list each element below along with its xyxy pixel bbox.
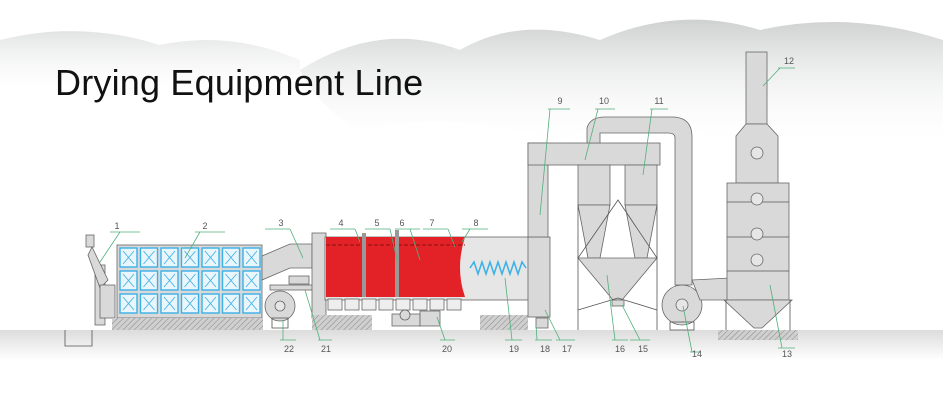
leader-line: [280, 320, 296, 341]
dust-collector: [527, 116, 693, 330]
support-roller: [429, 298, 445, 311]
leader-line: [365, 228, 398, 261]
leader-line: [423, 228, 456, 248]
callout-label-6: 6: [399, 218, 404, 228]
callout-label-13: 13: [782, 349, 792, 359]
induced-fan: [264, 290, 296, 329]
callout-label-8: 8: [473, 218, 478, 228]
leader-line: [606, 274, 628, 341]
leader-line: [535, 324, 552, 341]
leader-line: [642, 108, 668, 176]
leader-line: [436, 316, 455, 341]
callout-label-2: 2: [202, 221, 207, 231]
feeder: [64, 234, 116, 347]
leader-line: [330, 228, 361, 243]
support-roller: [412, 298, 428, 311]
callout-label-22: 22: [284, 344, 294, 354]
diagram-title: Drying Equipment Line: [55, 62, 424, 103]
callout-label-12: 12: [784, 56, 794, 66]
support-roller: [378, 298, 394, 311]
support-roller: [361, 298, 377, 311]
leader-line: [184, 231, 225, 259]
callout-label-4: 4: [338, 218, 343, 228]
callout-label-21: 21: [321, 344, 331, 354]
drive-motor: [391, 309, 441, 327]
leader-line: [769, 284, 795, 349]
callout-label-5: 5: [374, 218, 379, 228]
leader-line: [762, 67, 795, 87]
support-roller: [395, 298, 411, 311]
callout-label-20: 20: [442, 344, 452, 354]
callout-label-18: 18: [540, 344, 550, 354]
support-roller: [446, 298, 462, 311]
leader-line: [265, 228, 304, 259]
support-roller: [344, 298, 360, 311]
exhaust-fan: [661, 277, 731, 331]
leader-line: [621, 304, 650, 341]
callout-label-15: 15: [638, 344, 648, 354]
callout-label-11: 11: [654, 96, 663, 106]
callout-label-16: 16: [615, 344, 625, 354]
callout-label-17: 17: [562, 344, 572, 354]
leader-line: [584, 108, 615, 161]
callout-label-19: 19: [509, 344, 519, 354]
leader-line: [539, 108, 570, 216]
callout-label-9: 9: [557, 96, 562, 106]
callout-label-10: 10: [599, 96, 609, 106]
support-roller: [327, 298, 343, 311]
leader-line: [395, 228, 421, 261]
scrubber-tower: [718, 51, 798, 340]
callout-label-1: 1: [114, 221, 119, 231]
leader-line: [544, 309, 575, 341]
callout-label-3: 3: [278, 218, 283, 228]
hot-air-duct: [261, 243, 313, 281]
leader-line: [682, 305, 700, 353]
callout-label-7: 7: [429, 218, 434, 228]
ground: [0, 330, 943, 360]
hot-air-furnace: [112, 244, 263, 330]
spiral-flights: [469, 259, 527, 277]
leader-line: [304, 289, 332, 341]
leader-line: [99, 231, 140, 263]
mountain-backdrop: [300, 19, 943, 151]
leader-line: [461, 228, 488, 243]
leader-line: [504, 277, 522, 341]
callout-label-14: 14: [692, 349, 702, 359]
rotary-dryer: [311, 230, 551, 330]
